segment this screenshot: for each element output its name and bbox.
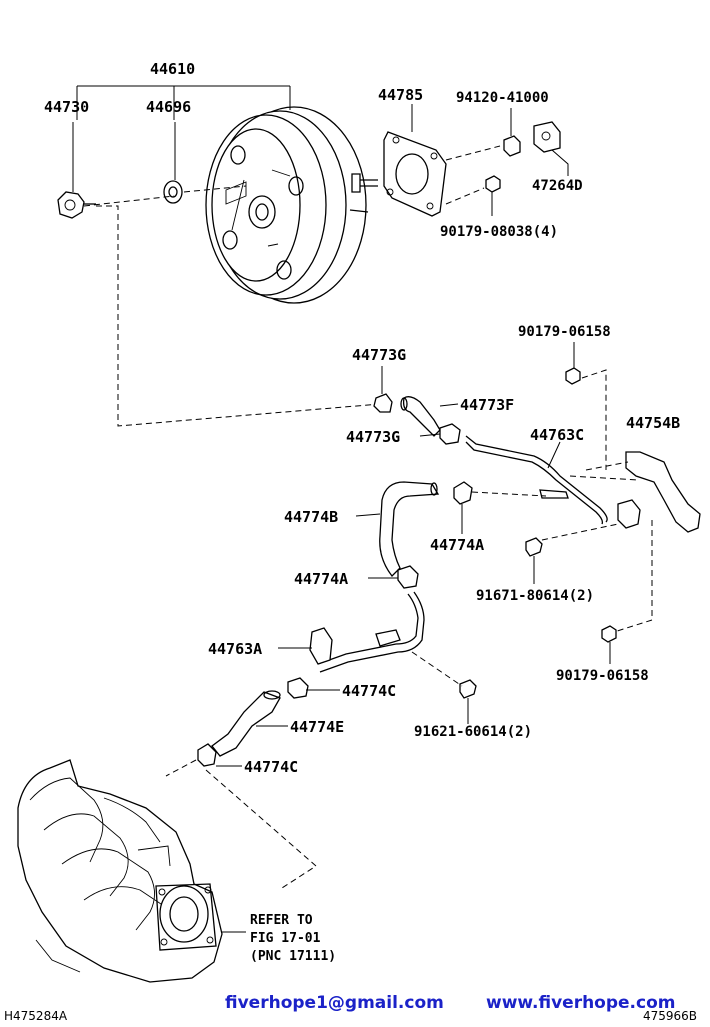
nut-90179-06158-lower <box>601 625 617 643</box>
label-44610: 44610 <box>150 60 195 78</box>
hose-clip-44774a-left <box>397 565 419 589</box>
clevis <box>533 121 561 153</box>
label-44763a: 44763A <box>208 640 262 658</box>
vacuum-pipe-lower <box>309 591 425 673</box>
hose-44774b <box>379 481 440 577</box>
diagram-code-right: 475966B <box>643 1009 697 1023</box>
label-90179-06158-upper: 90179-06158 <box>518 324 611 340</box>
label-44774b: 44774B <box>284 508 338 526</box>
label-94120-41000: 94120-41000 <box>456 90 549 106</box>
diagram-code-left: H475284A <box>4 1009 68 1023</box>
check-valve <box>57 191 96 219</box>
label-44774c-lower: 44774C <box>244 758 298 776</box>
hose-clip-upper <box>373 393 393 413</box>
gasket-plate <box>383 131 447 217</box>
brake-booster <box>205 106 378 304</box>
label-91671-80614: 91671-80614(2) <box>476 588 594 604</box>
label-44696: 44696 <box>146 98 191 116</box>
label-47264d: 47264D <box>532 178 583 194</box>
nut-90179-06158-upper <box>565 367 581 385</box>
hose-clip-44774a-right <box>453 481 473 505</box>
intake-manifold <box>17 759 223 983</box>
label-91621-60614: 91621-60614(2) <box>414 724 532 740</box>
website-link[interactable]: www.fiverhope.com <box>486 993 676 1013</box>
label-90179-06158-lower: 90179-06158 <box>556 668 649 684</box>
hose-44773f <box>400 396 441 437</box>
contact-email-link[interactable]: fiverhope1@gmail.com <box>225 993 444 1013</box>
label-44773g-upper: 44773G <box>352 346 406 364</box>
bolt-91621 <box>459 679 477 699</box>
label-44785: 44785 <box>378 86 423 104</box>
bolt-91671 <box>525 537 543 557</box>
hose-clip-lower <box>439 423 461 445</box>
label-44754b: 44754B <box>626 414 680 432</box>
label-44774e: 44774E <box>290 718 344 736</box>
label-44774a-right: 44774A <box>430 536 484 554</box>
label-44773f: 44773F <box>460 396 514 414</box>
grommet <box>163 180 183 204</box>
hose-44774e <box>211 690 281 757</box>
label-44763c: 44763C <box>530 426 584 444</box>
nut-90179-08038 <box>485 175 501 193</box>
label-44774c-upper: 44774C <box>342 682 396 700</box>
vacuum-pipe-upper <box>465 435 608 525</box>
reference-line-1: REFER TO <box>250 913 313 928</box>
label-90179-08038: 90179-08038(4) <box>440 224 558 240</box>
label-44773g-lower: 44773G <box>346 428 400 446</box>
hose-clip-44774c-lower <box>197 743 217 767</box>
hose-clip-44774c-upper <box>287 677 309 699</box>
label-44730: 44730 <box>44 98 89 116</box>
label-44774a-left: 44774A <box>294 570 348 588</box>
reference-line-2: FIG 17-01 <box>250 931 321 946</box>
reference-line-3: (PNC 17111) <box>250 949 336 964</box>
nut-94120 <box>503 135 521 157</box>
bracket <box>617 451 701 533</box>
